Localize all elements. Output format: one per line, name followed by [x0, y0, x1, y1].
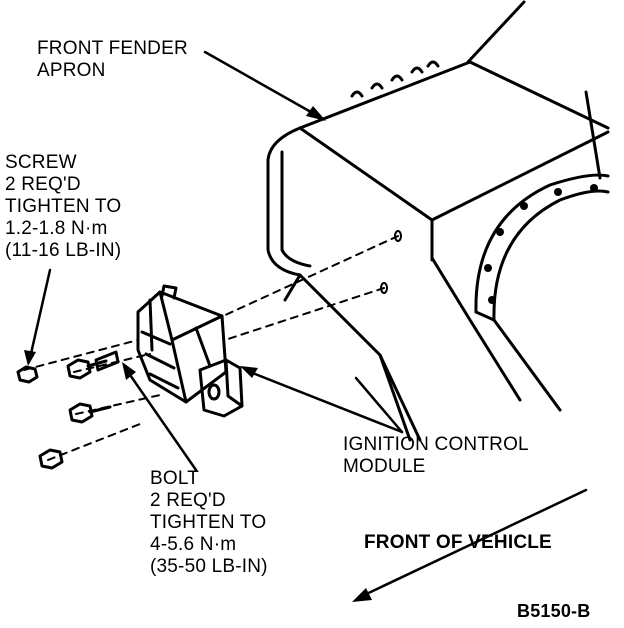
- fender-label-line: APRON: [37, 60, 106, 81]
- bolts: [38, 358, 112, 470]
- mount-holes: [380, 230, 402, 294]
- fender-apron-body: [266, 0, 610, 262]
- module-connector: [198, 358, 244, 418]
- bolt-label-line: (35-50 LB-IN): [150, 556, 268, 577]
- wheel-well-holes: [484, 184, 598, 304]
- screw-label-line: 1.2-1.8 N·m: [5, 218, 108, 239]
- figure-code: B5150-B: [517, 601, 591, 621]
- fender-label-line: FRONT FENDER: [37, 38, 188, 59]
- ignition-module: [136, 284, 228, 404]
- screw: [16, 350, 120, 384]
- module-label-line: MODULE: [343, 456, 426, 477]
- arrow-heads: [24, 106, 372, 602]
- screw-label-line: (11-16 LB-IN): [5, 240, 122, 261]
- side-flange: [266, 150, 522, 442]
- screw-label-line: 2 REQ'D: [5, 174, 81, 195]
- fender-apron-label: FRONT FENDER APRON: [37, 38, 188, 82]
- wheel-well: [474, 173, 610, 412]
- bolt-label-line: 2 REQ'D: [150, 490, 226, 511]
- alignment-lines: [23, 235, 399, 461]
- module-label: IGNITION CONTROL MODULE: [343, 434, 529, 478]
- bolt-label-line: BOLT: [150, 468, 200, 489]
- bolt-label: BOLT 2 REQ'D TIGHTEN TO 4-5.6 N·m (35-50…: [150, 468, 268, 578]
- front-of-vehicle-label: FRONT OF VEHICLE: [364, 532, 552, 553]
- bolt-label-line: TIGHTEN TO: [150, 512, 267, 533]
- module-label-line: IGNITION CONTROL: [343, 434, 529, 455]
- leader-lines: [28, 50, 588, 599]
- screw-label-line: TIGHTEN TO: [5, 196, 122, 217]
- screw-label: SCREW 2 REQ'D TIGHTEN TO 1.2-1.8 N·m (11…: [5, 152, 121, 262]
- screw-label-line: SCREW: [5, 152, 77, 173]
- bolt-label-line: 4-5.6 N·m: [150, 534, 237, 555]
- fender-flange-bumps: [350, 60, 440, 98]
